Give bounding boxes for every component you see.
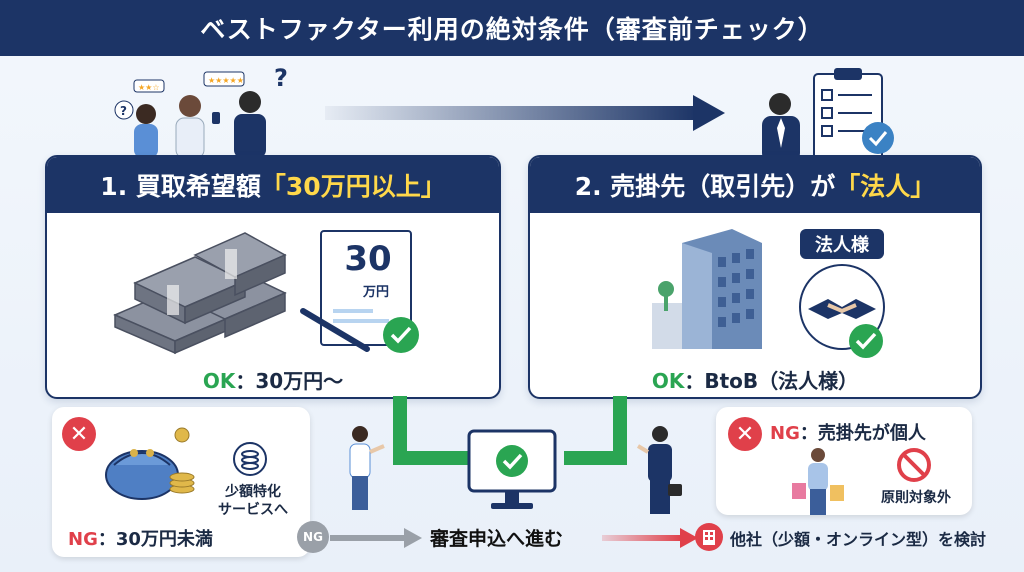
- ng-line: NG：売掛先が個人: [770, 419, 926, 445]
- cash-stacks-icon: [113, 232, 287, 355]
- condition-highlight: 「30万円以上」: [260, 172, 446, 201]
- person-icon: [134, 124, 158, 158]
- ok-line: OK：30万円〜: [47, 365, 499, 394]
- shopping-bag-icon: [830, 485, 844, 501]
- tree-icon: [658, 281, 674, 297]
- ng-label: NG: [770, 423, 800, 444]
- question-mark-icon: ?: [274, 66, 288, 92]
- rating-bubble-icon: [133, 79, 165, 93]
- condition-card-client: 2. 売掛先（取引先）が 「法人」 法人様 OK：BtoB（法人様）: [528, 155, 982, 399]
- monitor-check-icon: [467, 429, 557, 509]
- flow-connector: [393, 396, 627, 465]
- condition-card-header: 2. 売掛先（取引先）が 「法人」: [530, 157, 980, 213]
- condition-title: 1. 買取希望額: [100, 172, 261, 201]
- prohibited-icon: [897, 448, 931, 482]
- title-bar: ベストファクター利用の絶対条件（審査前チェック）: [0, 0, 1024, 56]
- svg-text:★★☆: ★★☆: [138, 83, 160, 92]
- check-icon: [383, 317, 419, 353]
- other-company-building-icon: [695, 523, 723, 551]
- ng-panel-amount: ✕ 少額特化 サービスへ NG：30万円未満: [52, 407, 310, 557]
- empty-wallet-icon: [105, 427, 195, 500]
- ng-badge: NG: [297, 521, 329, 553]
- red-arrow: [602, 528, 698, 548]
- ok-line: OK：BtoB（法人様）: [530, 365, 980, 394]
- document-amount: 30: [344, 239, 392, 279]
- page-title: ベストファクター利用の絶対条件（審査前チェック）: [200, 15, 824, 44]
- check-icon: [849, 324, 883, 358]
- consider-other-services: 他社（少額・オンライン型）を検討: [730, 530, 987, 549]
- coin-stack-icon: [169, 472, 195, 482]
- ok-label: OK: [651, 369, 685, 393]
- not-eligible-note: 原則対象外: [881, 490, 951, 506]
- person-icon: [234, 114, 266, 158]
- ok-label: OK: [202, 369, 236, 393]
- question-bubble-icon: [114, 100, 134, 120]
- condition-highlight: 「法人」: [835, 172, 936, 201]
- office-building-icon: [652, 229, 762, 349]
- svg-text:★★★★★: ★★★★★: [208, 76, 244, 85]
- ng-line: NG：30万円未満: [68, 525, 213, 551]
- ok-text: ：BtoB（法人様）: [684, 369, 859, 393]
- proceed-to-review: 審査申込へ進む: [430, 528, 564, 550]
- gray-arrow: [330, 528, 422, 548]
- handshake-icon: [799, 264, 885, 358]
- progress-arrow: [325, 95, 725, 131]
- ng-label: NG: [68, 529, 98, 550]
- check-icon: [862, 122, 894, 154]
- small-service-note-line2: サービスへ: [218, 502, 288, 518]
- confused-people-illustration: ★★☆ ★★★★★ ? ?: [114, 66, 288, 158]
- svg-text:?: ?: [120, 104, 127, 118]
- ng-x-icon: ✕: [728, 417, 762, 451]
- ok-text: ：30万円〜: [235, 369, 344, 393]
- businessman-briefcase-icon: [636, 426, 682, 514]
- amount-document-icon: [300, 230, 419, 353]
- pen-icon: [300, 308, 370, 352]
- checklist-person-illustration: [762, 68, 894, 162]
- condition-title: 2. 売掛先（取引先）が: [574, 172, 836, 201]
- woman-pointing-icon: [349, 426, 385, 510]
- condition-card-amount: 1. 買取希望額 「30万円以上」 30 万円 OK：30万円〜: [45, 155, 501, 399]
- condition-card-header: 1. 買取希望額 「30万円以上」: [47, 157, 499, 213]
- small-service-note-line1: 少額特化: [225, 484, 281, 500]
- person-icon: [175, 117, 205, 158]
- small-service-note: 少額特化 サービスへ: [208, 483, 298, 519]
- ng-text: ：30万円未満: [97, 529, 213, 550]
- ng-x-icon: ✕: [62, 417, 96, 451]
- phone-icon: [212, 112, 220, 124]
- briefcase-icon: [668, 484, 682, 496]
- ng-text: ：売掛先が個人: [799, 423, 926, 444]
- document-unit: 万円: [363, 285, 390, 300]
- ng-panel-client: ✕ NG：売掛先が個人 原則対象外: [716, 407, 972, 515]
- shopping-bag-icon: [792, 483, 806, 499]
- coins-icon: [233, 442, 267, 476]
- corporate-tag: 法人様: [800, 229, 884, 259]
- rating-bubble-icon: [203, 71, 245, 87]
- individual-shopper-icon: [792, 448, 844, 515]
